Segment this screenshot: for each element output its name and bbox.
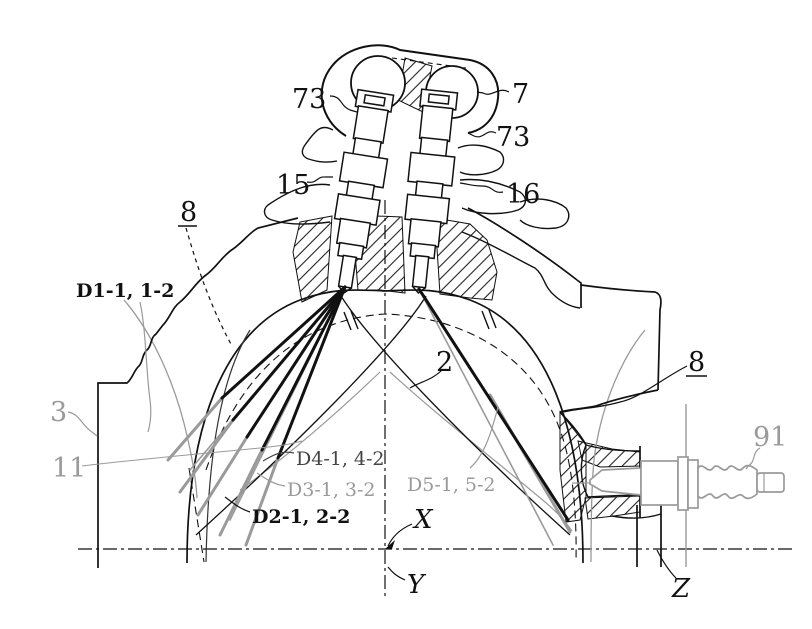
- head-section-hatch: [292, 57, 641, 523]
- label-axis-z: Z: [671, 574, 691, 604]
- label-d3: D3-1, 3-2: [287, 479, 376, 501]
- leader-d3: [256, 472, 286, 487]
- leader-8-right: [563, 365, 688, 413]
- head-outline-left: [97, 126, 338, 568]
- spray-set-gray: [166, 286, 572, 547]
- leader-lines: [67, 89, 761, 581]
- leader-y: [387, 566, 406, 581]
- label-11: 11: [52, 453, 86, 484]
- leader-z: [656, 549, 677, 579]
- leader-73-left: [329, 95, 358, 113]
- label-73-left: 73: [292, 84, 326, 115]
- label-73-right: 73: [496, 122, 530, 153]
- leader-16: [459, 182, 504, 193]
- label-d5: D5-1, 5-2: [407, 474, 496, 496]
- label-d1: D1-1, 1-2: [76, 280, 174, 302]
- label-8-left: 8: [180, 197, 197, 228]
- label-3: 3: [50, 397, 67, 428]
- leader-11: [81, 440, 303, 467]
- spark-plug: [572, 456, 785, 511]
- leader-d4: [262, 451, 295, 462]
- leader-x: [387, 523, 413, 547]
- label-16: 16: [506, 179, 540, 210]
- labels: 73 7 73 15 16 8 8 2 3 11 91 D1-1, 1-2 D4…: [50, 79, 787, 604]
- label-7: 7: [512, 79, 529, 110]
- label-d2: D2-1, 2-2: [252, 506, 350, 528]
- leader-8-left: [185, 227, 233, 347]
- injector-right: [404, 88, 459, 294]
- leader-7: [476, 89, 510, 95]
- spray-set-black: [220, 285, 570, 522]
- leader-d5: [469, 406, 499, 469]
- leader-73-right: [467, 131, 497, 138]
- leader-91: [745, 447, 761, 470]
- label-axis-y: Y: [407, 570, 427, 600]
- leader-d2: [224, 496, 251, 513]
- label-2: 2: [436, 347, 453, 378]
- label-15: 15: [276, 170, 310, 201]
- leader-3: [67, 411, 98, 437]
- leader-x-arrowhead: [385, 540, 395, 549]
- label-91: 91: [753, 422, 787, 453]
- label-axis-x: X: [412, 505, 434, 535]
- label-d4: D4-1, 4-2: [296, 448, 385, 470]
- label-8-right: 8: [688, 347, 705, 378]
- center-axes: [78, 200, 792, 597]
- leader-d1: [139, 301, 152, 433]
- leader-15: [306, 176, 333, 183]
- injector-left: [333, 88, 395, 294]
- leader-2: [409, 369, 443, 389]
